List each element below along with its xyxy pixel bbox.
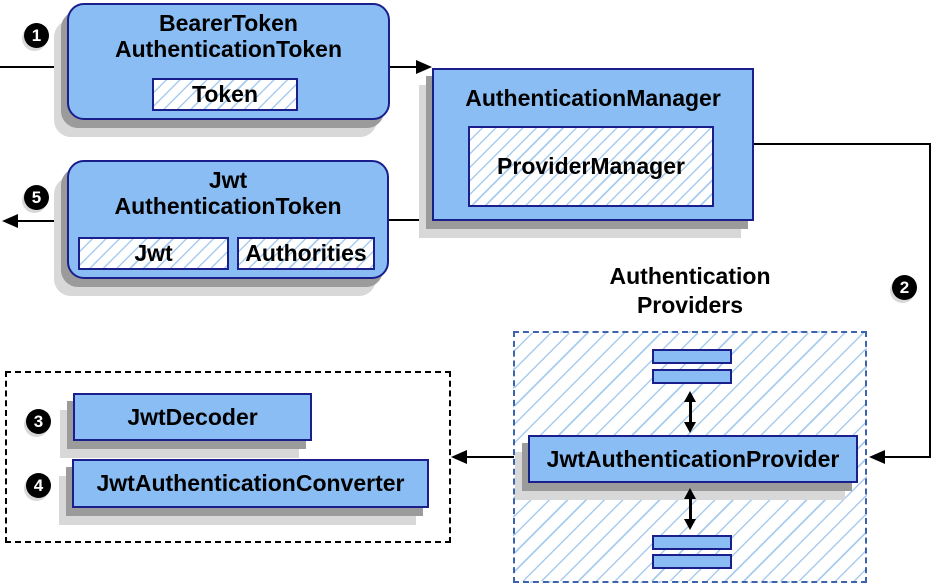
token-chip-label: Token [191, 81, 259, 107]
double-arrow-top-shaft [689, 400, 692, 423]
authorities-chip: Authorities [237, 237, 375, 270]
arrow-into-decoder-group-icon [451, 450, 467, 464]
step-1-number: 1 [31, 26, 42, 45]
authentication-manager-node: AuthenticationManager ProviderManager [432, 68, 754, 221]
manager-out-line [753, 143, 931, 145]
arrow-into-provider-icon [869, 450, 885, 464]
jwt-authentication-provider-label: JwtAuthenticationProvider [546, 445, 840, 472]
jwt-authentication-token-node: Jwt AuthenticationToken Jwt Authorities [67, 160, 389, 279]
right-route-line [929, 143, 931, 458]
provider-to-decoder-line [466, 456, 514, 458]
jwt-authentication-converter-label: JwtAuthenticationConverter [96, 470, 405, 496]
provider-list-item-bar [652, 369, 732, 384]
request-in-line [0, 66, 67, 68]
jwt-decoder-node: JwtDecoder [73, 393, 312, 441]
authentication-manager-title: AuthenticationManager [465, 85, 721, 111]
step-2-badge: 2 [892, 275, 917, 300]
authentication-providers-label: Authentication Providers [540, 262, 840, 320]
step-3-number: 3 [33, 412, 44, 431]
provider-list-item-bar [652, 535, 732, 550]
jwt-token-out-line [16, 220, 67, 222]
provider-manager-chip-label: ProviderManager [497, 153, 685, 179]
step-4-number: 4 [33, 476, 44, 495]
arrow-response-out-icon [2, 214, 18, 228]
step-1-badge: 1 [24, 23, 49, 48]
jwt-token-node-title: Jwt AuthenticationToken [69, 167, 387, 219]
jwt-token-title-line1: Jwt [208, 167, 248, 193]
jwt-decoder-label: JwtDecoder [127, 403, 258, 430]
double-arrow-bottom-shaft [689, 497, 692, 520]
arrow-into-manager-icon [416, 60, 432, 74]
double-arrow-bottom-up-icon [684, 488, 696, 499]
step-3-badge: 3 [26, 409, 51, 434]
step-4-badge: 4 [26, 473, 51, 498]
jwt-authentication-provider-node: JwtAuthenticationProvider [528, 435, 858, 483]
step-5-number: 5 [31, 188, 42, 207]
into-provider-line [884, 456, 931, 458]
authentication-providers-label-line1: Authentication [609, 263, 771, 289]
bearer-to-manager-line [390, 66, 418, 68]
step-5-badge: 5 [24, 185, 49, 210]
manager-to-jwt-token-line [388, 219, 432, 221]
step-2-number: 2 [899, 278, 910, 297]
jwt-chip-label: Jwt [134, 240, 173, 266]
token-chip: Token [152, 78, 298, 111]
provider-list-item-bar [652, 554, 732, 569]
bearer-token-authentication-token-node: BearerToken AuthenticationToken Token [67, 3, 390, 120]
authorities-chip-label: Authorities [245, 240, 367, 266]
double-arrow-top-down-icon [684, 422, 696, 433]
bearer-token-title-line2: AuthenticationToken [114, 36, 342, 62]
jwt-authentication-converter-node: JwtAuthenticationConverter [72, 459, 429, 508]
double-arrow-top-up-icon [684, 391, 696, 402]
jwt-token-title-line2: AuthenticationToken [114, 193, 342, 219]
jwt-chip: Jwt [78, 237, 229, 270]
decoder-converter-group [5, 371, 451, 543]
provider-manager-chip: ProviderManager [468, 126, 714, 207]
authentication-providers-label-line2: Providers [636, 292, 744, 318]
double-arrow-bottom-down-icon [684, 519, 696, 530]
bearer-token-title-line1: BearerToken [159, 10, 298, 36]
bearer-token-node-title: BearerToken AuthenticationToken [69, 10, 388, 62]
provider-list-item-bar [652, 349, 732, 364]
